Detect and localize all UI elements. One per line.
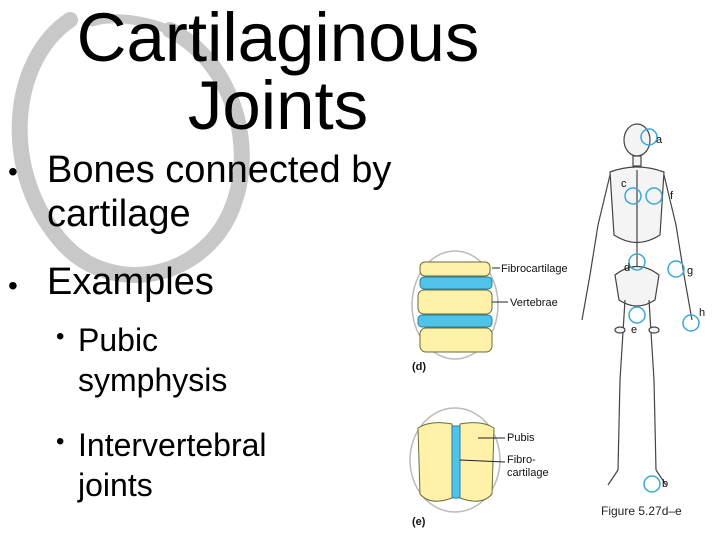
figure-caption: Figure 5.27d–e — [601, 504, 682, 518]
pubic-symphysis-illustration — [409, 407, 506, 513]
skeleton-marker-b: b — [662, 478, 669, 490]
label-panel-d: (d) — [412, 361, 427, 373]
intervertebral-disc-illustration — [411, 250, 508, 360]
skeleton-marker-d: d — [624, 262, 631, 274]
slide-title-text: Cartilaginous Joints — [76, 0, 480, 144]
bullet-item-examples: Examples — [47, 261, 214, 303]
bullet-dot-icon: • — [8, 270, 18, 301]
bullet-item-bones-connected: Bones connected by cartilage — [47, 149, 392, 235]
label-panel-e: (e) — [412, 516, 426, 528]
decorative-swirl-graphic — [11, 12, 250, 283]
joint-marker-circles — [624, 128, 700, 493]
bullet-item-pubic-symphysis: Pubic symphysis — [78, 322, 228, 398]
slide-title: Cartilaginous Joints — [0, 3, 556, 140]
skeleton-marker-c: c — [621, 178, 627, 190]
bullet-dot-icon: • — [8, 156, 18, 187]
skeleton-marker-g: g — [687, 265, 694, 277]
skeleton-illustration — [581, 123, 693, 486]
skeleton-marker-e: e — [631, 324, 638, 336]
skeleton-marker-h: h — [699, 307, 706, 319]
label-pubis: Pubis — [507, 432, 535, 444]
label-fibro-cartilage: Fibro- cartilage — [507, 454, 549, 479]
skeleton-marker-a: a — [656, 134, 663, 146]
label-vertebrae: Vertebrae — [510, 297, 558, 309]
skeleton-marker-f: f — [670, 190, 674, 202]
sub-bullet-dot-icon: • — [56, 323, 65, 350]
sub-bullet-dot-icon: • — [56, 428, 65, 455]
label-fibrocartilage: Fibrocartilage — [501, 263, 568, 275]
bullet-item-intervertebral-joints: Intervertebral joints — [78, 427, 267, 503]
